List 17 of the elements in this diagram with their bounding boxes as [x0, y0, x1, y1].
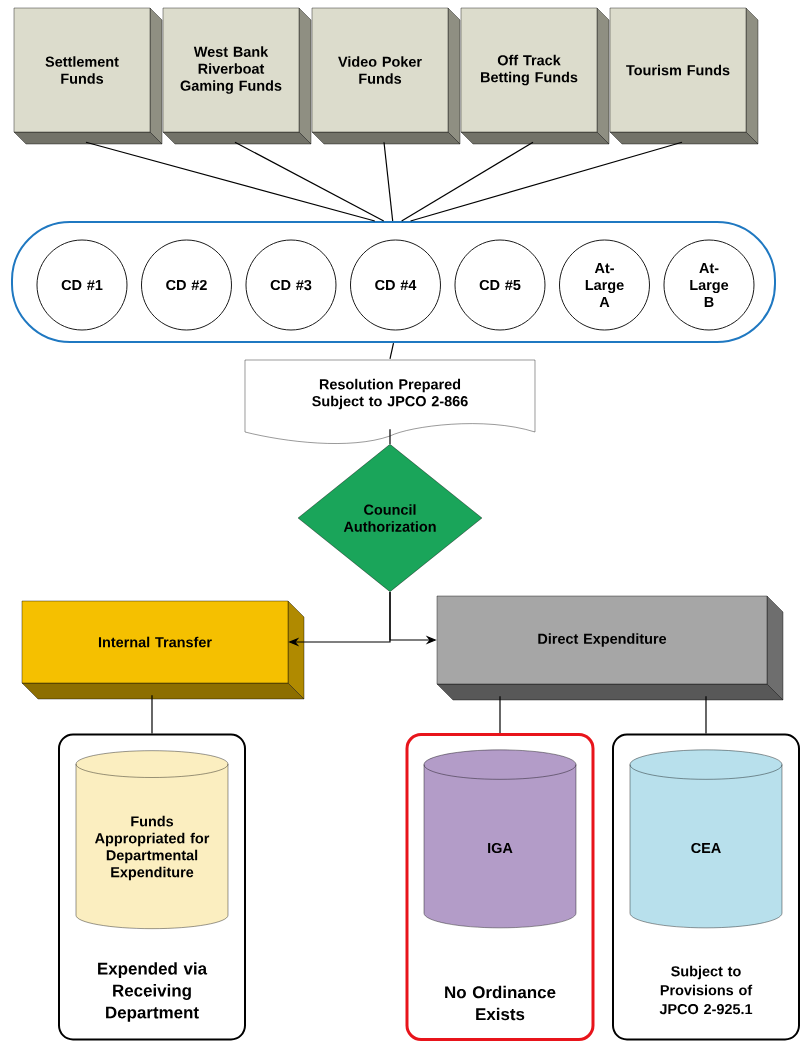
connector-line — [389, 342, 395, 360]
fund-block: Video Poker Funds — [311, 7, 461, 145]
process-block: Internal Transfer — [21, 600, 305, 700]
fund-block: Settlement Funds — [13, 7, 163, 145]
connector-line — [383, 141, 394, 222]
fund-block: Off Track Betting Funds — [460, 7, 610, 145]
database-cylinder: IGA — [423, 749, 577, 929]
district-band — [11, 221, 776, 343]
connector-line — [151, 694, 153, 735]
process-block: Direct Expenditure — [436, 595, 784, 701]
fund-block: Tourism Funds — [609, 7, 759, 145]
fund-block: West Bank Riverboat Gaming Funds — [162, 7, 312, 145]
database-cylinder: Funds Appropriated for Departmental Expenditure — [75, 750, 229, 929]
connector-line — [389, 428, 391, 445]
database-cylinder: CEA — [629, 749, 783, 929]
connector-line — [705, 695, 707, 735]
connector-line — [499, 695, 501, 734]
